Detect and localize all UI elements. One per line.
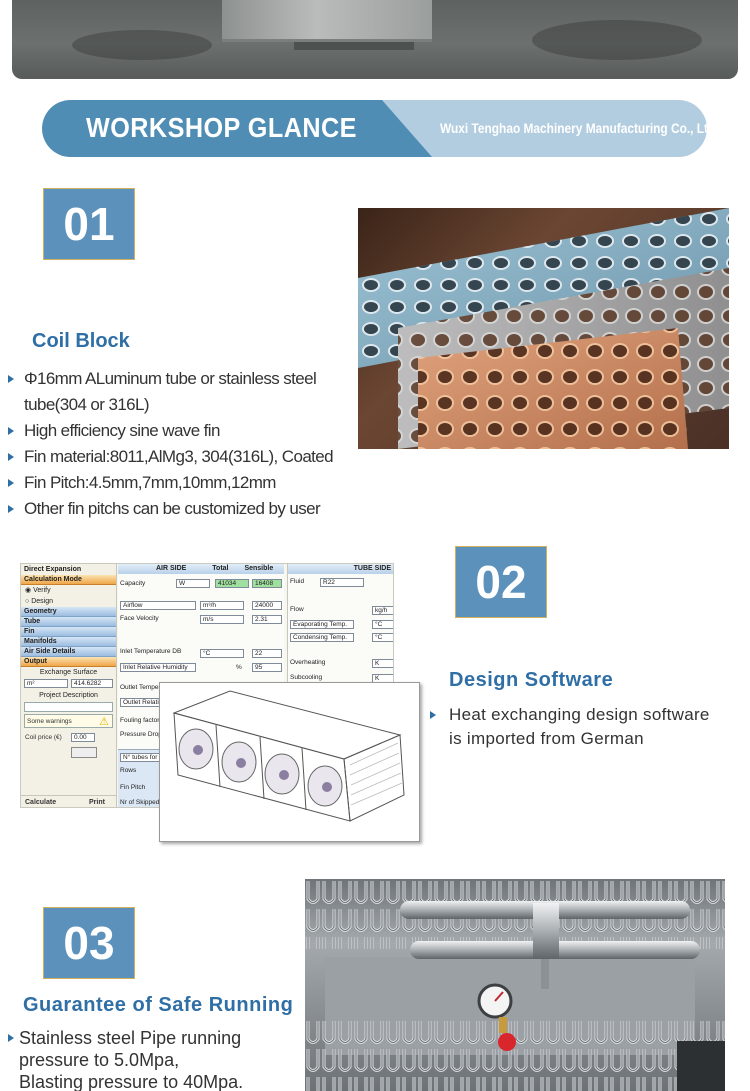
- menu-fin: Fin: [21, 627, 116, 637]
- list-item: Blasting pressure to 40Mpa.: [19, 1072, 244, 1091]
- banner-title: WORKSHOP GLANCE: [86, 112, 357, 143]
- air-cooler-illustration: [172, 690, 405, 822]
- coil-block-feature-list: Φ16mm ALuminum tube or stainless steel t…: [8, 366, 348, 522]
- search-button: [71, 747, 97, 758]
- workshop-glance-banner: WORKSHOP GLANCE Wuxi Tenghao Machinery M…: [42, 100, 707, 157]
- list-item: Φ16mm ALuminum tube or stainless steel: [8, 366, 348, 392]
- bullet-arrow-icon: [8, 375, 14, 383]
- section-title-safe-running: Guarantee of Safe Running: [23, 994, 294, 1016]
- project-description-field: [24, 702, 113, 712]
- air-cooler-rendering: [159, 682, 420, 842]
- list-item: Stainless steel Pipe running: [8, 1027, 298, 1049]
- list-item: pressure to 5.0Mpa,: [19, 1050, 180, 1070]
- fin-plates-illustration: [358, 208, 729, 449]
- surface-value: 414.6282: [71, 679, 113, 688]
- section-number-badge: 01: [43, 188, 135, 260]
- software-footer: Calculate Print: [21, 795, 117, 807]
- bullet-arrow-icon: [8, 427, 14, 435]
- banner-left-panel: [42, 100, 432, 157]
- bullet-arrow-icon: [8, 1034, 14, 1042]
- coil-price-value: 0.00: [71, 733, 95, 742]
- fin-samples-photo: [358, 208, 729, 449]
- machine-base: [222, 0, 432, 42]
- calc-mode-header: Calculation Mode: [21, 575, 116, 585]
- surface-unit-select: m²: [24, 679, 68, 688]
- warnings-box: Some warnings ⚠: [24, 714, 113, 728]
- section-title-design-software: Design Software: [449, 669, 614, 691]
- coil-tubes-illustration: [305, 879, 725, 1091]
- safe-running-feature-list: Stainless steel Pipe running pressure to…: [8, 1027, 298, 1091]
- floor-stain: [532, 20, 702, 60]
- machine-shadow: [294, 42, 414, 50]
- list-item: is imported from German: [449, 729, 644, 748]
- menu-tube: Tube: [21, 617, 116, 627]
- list-item: Fin Pitch:4.5mm,7mm,10mm,12mm: [8, 470, 348, 496]
- print-button: Print: [89, 799, 105, 806]
- list-item: High efficiency sine wave fin: [8, 418, 348, 444]
- floor-stain: [72, 30, 212, 60]
- bullet-arrow-icon: [430, 711, 436, 719]
- warning-icon: ⚠: [99, 716, 109, 728]
- air-side-header: AIR SIDE Total Sensible: [118, 564, 284, 574]
- bullet-arrow-icon: [8, 453, 14, 461]
- coil-price-row: Coil price (€) 0.00: [21, 732, 116, 745]
- calculate-button: Calculate: [25, 799, 57, 806]
- menu-output: Output: [21, 657, 116, 667]
- panel-header: Direct Expansion: [24, 566, 82, 573]
- verify-radio: ◉ Verify: [25, 587, 51, 594]
- coil-tubes-photo: [305, 879, 725, 1091]
- project-description-label: Project Description: [39, 692, 98, 699]
- menu-manifolds: Manifolds: [21, 637, 116, 647]
- design-radio: ○ Design: [25, 598, 53, 605]
- list-item: Other fin pitchs can be customized by us…: [8, 496, 348, 522]
- exchange-surface-row: m² 414.6282: [21, 678, 116, 690]
- section-number-badge: 02: [455, 546, 547, 618]
- list-item: tube(304 or 316L): [24, 395, 150, 414]
- design-software-feature-list: Heat exchanging design software is impor…: [430, 703, 748, 751]
- software-left-panel: Direct Expansion Calculation Mode ◉ Veri…: [21, 564, 117, 807]
- factory-floor-photo: [12, 0, 738, 79]
- menu-air-side: Air Side Details: [21, 647, 116, 657]
- section-number-badge: 03: [43, 907, 135, 979]
- list-item: Heat exchanging design software: [430, 703, 748, 727]
- list-item: Fin material:8011,AlMg3, 304(316L), Coat…: [8, 444, 348, 470]
- bullet-arrow-icon: [8, 505, 14, 513]
- company-name: Wuxi Tenghao Machinery Manufacturing Co.…: [440, 120, 707, 136]
- section-title-coil-block: Coil Block: [32, 330, 130, 352]
- menu-geometry: Geometry: [21, 607, 116, 617]
- exchange-surface-label: Exchange Surface: [39, 669, 98, 676]
- bullet-arrow-icon: [8, 479, 14, 487]
